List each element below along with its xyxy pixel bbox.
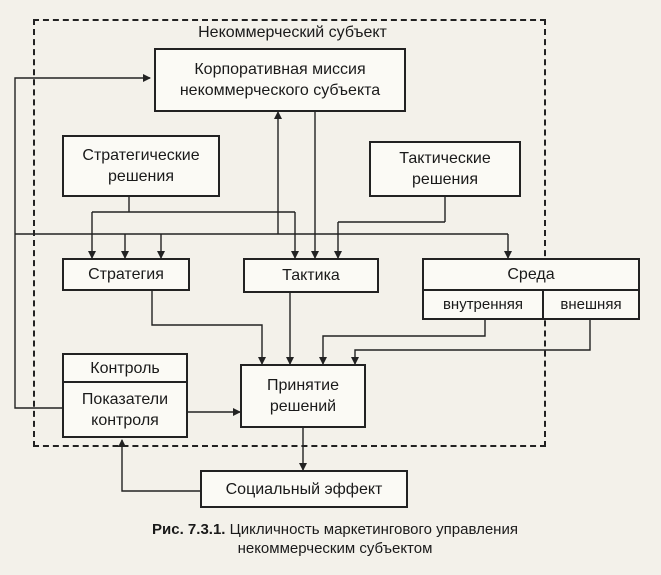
environment-internal: внутренняя	[442, 295, 524, 313]
strategic-line-2: решения	[108, 168, 174, 185]
tactical-line-1: Тактические	[399, 150, 491, 167]
strategy-label: Стратегия	[88, 266, 164, 283]
corporate-mission-box: Корпоративная миссия некоммерческого суб…	[154, 48, 406, 112]
control-indicators-line-1: Показатели	[81, 390, 169, 408]
strategy-box: Стратегия	[62, 258, 190, 291]
control-indicators: Показатели контроля	[82, 383, 168, 436]
caption-line-1: Цикличность маркетингового управления	[229, 521, 518, 538]
environment-box: Среда внутренняя внешняя	[422, 258, 640, 320]
frame-title: Некоммерческий субъект	[175, 24, 410, 42]
tactics-label: Тактика	[282, 267, 340, 284]
strategic-decisions-box: Стратегические решения	[62, 135, 220, 197]
social-effect-label: Социальный эффект	[225, 480, 383, 498]
decision-making-box: Принятие решений	[240, 364, 366, 428]
mission-line-1: Корпоративная миссия	[194, 61, 366, 78]
strategic-line-1: Стратегические	[82, 147, 200, 164]
control-indicators-line-2: контроля	[91, 411, 159, 429]
environment-label: Среда	[507, 265, 555, 283]
control-label: Контроль	[64, 355, 186, 383]
environment-parts: внутренняя внешняя	[424, 288, 638, 318]
decision-line-1: Принятие	[267, 377, 339, 394]
social-effect-box: Социальный эффект	[200, 470, 408, 508]
figure-caption: Рис. 7.3.1. Цикличность маркетингового у…	[80, 520, 590, 558]
tactical-line-2: решения	[412, 171, 478, 188]
caption-line-2: некоммерческим субъектом	[237, 540, 433, 557]
tactics-box: Тактика	[243, 258, 379, 293]
decision-line-2: решений	[269, 398, 337, 415]
control-box: Контроль Показатели контроля	[62, 353, 188, 438]
environment-external: внешняя	[542, 290, 638, 318]
figure-number: Рис. 7.3.1.	[152, 521, 226, 538]
mission-line-2: некоммерческого субъекта	[179, 82, 381, 99]
tactical-decisions-box: Тактические решения	[369, 141, 521, 197]
nonprofit-entity-frame	[33, 19, 546, 447]
